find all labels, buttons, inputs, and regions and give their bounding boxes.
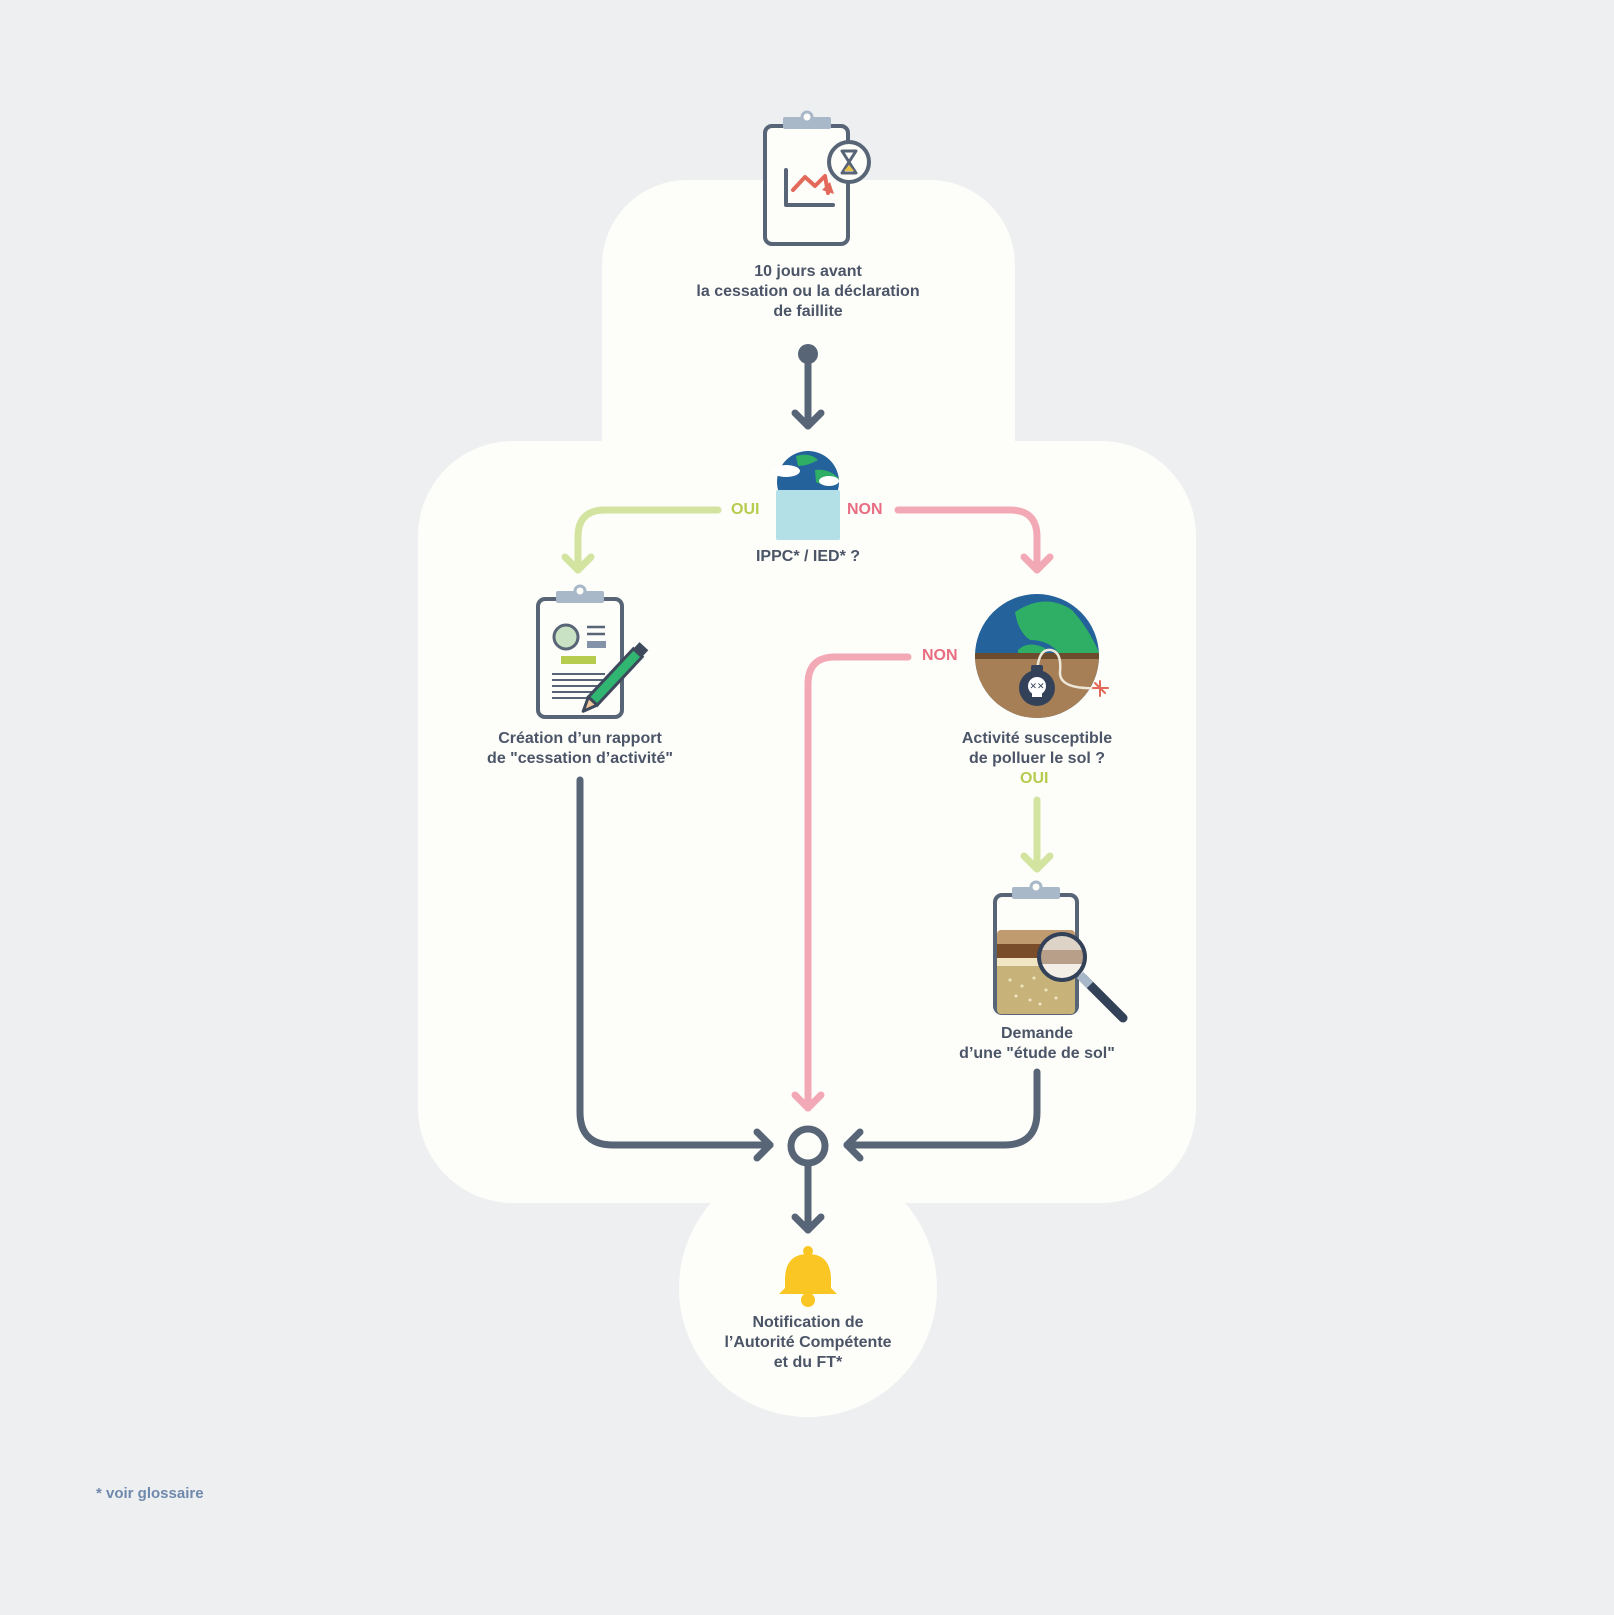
clipboard-pencil-icon	[536, 584, 649, 719]
step-notification-line2: l’Autorité Compétente	[724, 1334, 892, 1351]
clipboard-soil-magnifier-icon	[993, 880, 1128, 1023]
step-notification-label: Notification de l’Autorité Compétente et…	[668, 1313, 948, 1373]
flow-ippc-yes-arrow	[561, 506, 722, 574]
clipboard-chart-hourglass-icon	[763, 110, 871, 246]
bell-icon	[779, 1246, 837, 1307]
flow-notification-arrow	[791, 1162, 825, 1234]
step-rapport-line2: de "cessation d’activité"	[487, 750, 673, 767]
flow-activite-yes-arrow	[1020, 796, 1054, 873]
step-ippc-line1: IPPC* / IED* ?	[755, 548, 861, 565]
flow-start-arrow	[791, 351, 825, 430]
step-rapport-label: Création d’un rapport de "cessation d’ac…	[440, 729, 720, 769]
branch-activite-no: NON	[922, 647, 958, 664]
branch-ippc-yes: OUI	[731, 501, 760, 518]
flow-ippc-no-arrow	[894, 506, 1054, 574]
step-activite-label: Activité susceptible de polluer le sol ?	[907, 729, 1167, 769]
globe-factory-icon	[772, 451, 840, 540]
step-notification-line1: Notification de	[752, 1314, 864, 1331]
flow-rapport-arrow	[576, 776, 774, 1162]
step-start-line3: de faillite	[773, 303, 843, 320]
branch-ippc-no: NON	[847, 501, 883, 518]
branch-activite-yes: OUI	[1020, 770, 1049, 787]
step-notification-line3: et du FT*	[773, 1354, 843, 1371]
glossary-footnote[interactable]: * voir glossaire	[96, 1485, 204, 1502]
flow-activite-no-arrow	[791, 653, 912, 1112]
step-activite-line2: de polluer le sol ?	[968, 750, 1106, 767]
step-start-label: 10 jours avant la cessation ou la déclar…	[658, 262, 958, 322]
step-etude-label: Demande d’une "étude de sol"	[917, 1024, 1157, 1064]
flow-start-dot	[798, 344, 818, 364]
svg-text:✕✕: ✕✕	[1029, 682, 1044, 692]
merge-node	[787, 1125, 829, 1167]
step-etude-line2: d’une "étude de sol"	[959, 1045, 1115, 1062]
step-rapport-line1: Création d’un rapport	[498, 730, 662, 747]
step-ippc-label: IPPC* / IED* ?	[708, 547, 908, 567]
flow-etude-arrow	[843, 1068, 1041, 1162]
step-start-line1: 10 jours avant	[754, 263, 862, 280]
step-start-line2: la cessation ou la déclaration	[696, 283, 920, 300]
step-activite-line1: Activité susceptible	[961, 730, 1113, 747]
step-etude-line1: Demande	[1000, 1025, 1074, 1042]
